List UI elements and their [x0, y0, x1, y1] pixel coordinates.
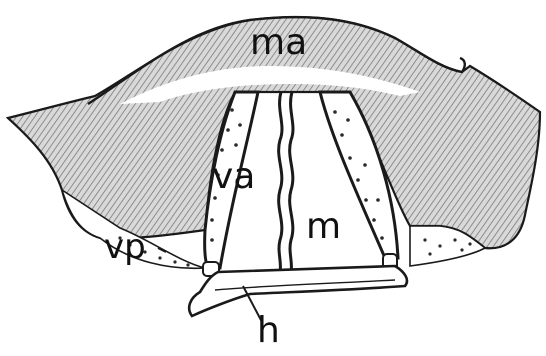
label-va: va — [212, 156, 255, 197]
label-vp: vp — [104, 227, 146, 267]
label-m: m — [306, 206, 341, 247]
central-wavy-line-left — [279, 92, 282, 272]
label-h: h — [257, 310, 280, 351]
central-wavy-line-right — [290, 92, 293, 272]
label-ma: ma — [250, 22, 307, 63]
base-bar — [189, 266, 407, 316]
